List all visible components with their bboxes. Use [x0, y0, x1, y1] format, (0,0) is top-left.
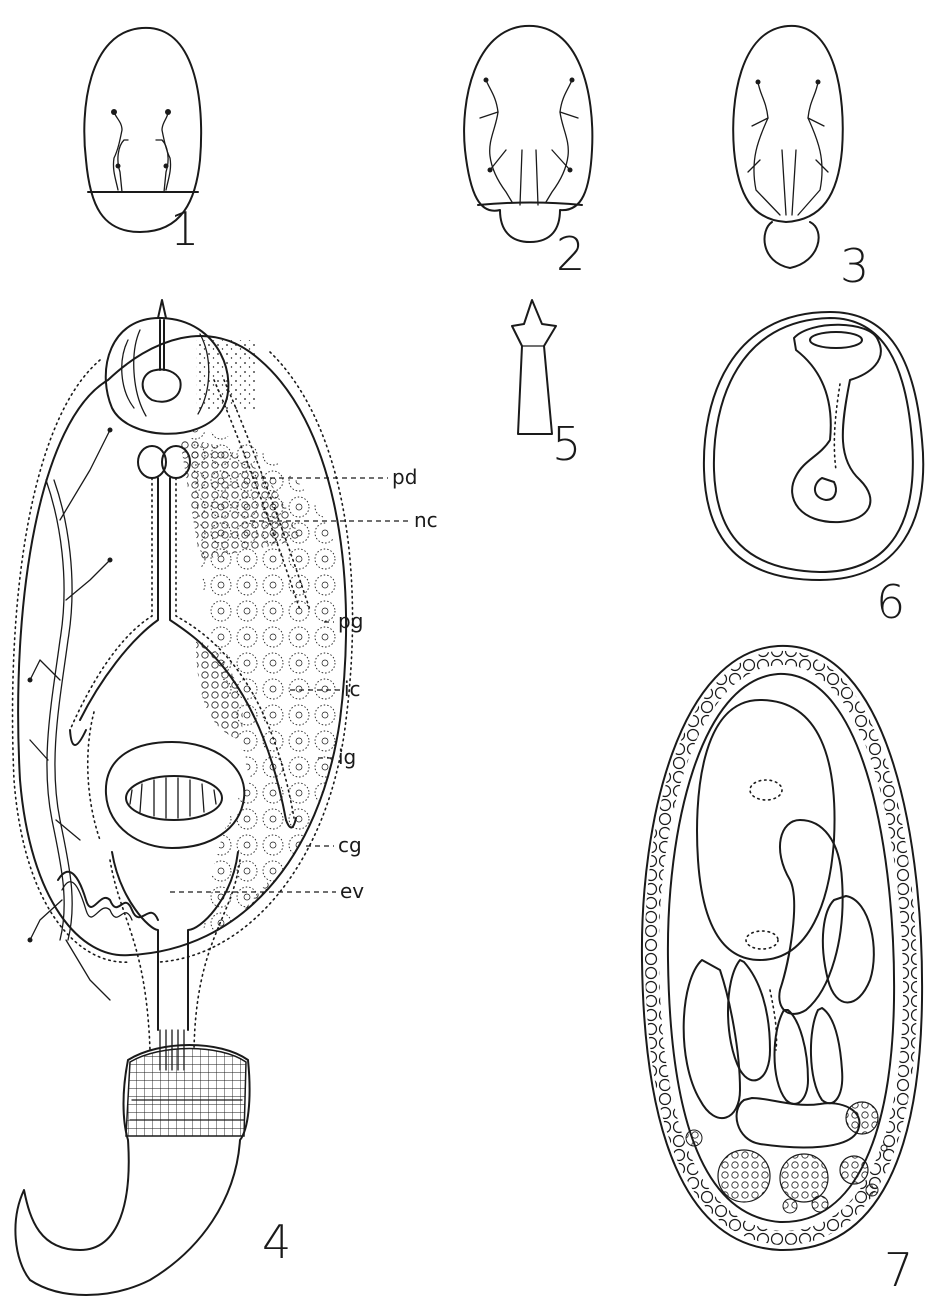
figure-4: 4 [13, 300, 353, 1295]
label-pg: pg [338, 609, 363, 633]
figure-number-5: 5 [552, 417, 581, 471]
figure-1: 1 [84, 28, 201, 256]
figure-7: 7 [642, 646, 922, 1297]
figure-number-4: 4 [262, 1215, 291, 1269]
figure-5: 5 [512, 300, 581, 471]
figure-number-3: 3 [840, 239, 869, 293]
figure-6: 6 [704, 312, 923, 629]
figure-2: 2 [464, 26, 592, 281]
figure-3: 3 [733, 26, 869, 293]
figure-number-6: 6 [876, 575, 905, 629]
figure-number-7: 7 [884, 1243, 913, 1297]
label-pd: pd [392, 465, 417, 489]
label-ig: ig [338, 745, 356, 769]
figure-number-1: 1 [170, 202, 199, 256]
label-cg: cg [338, 833, 362, 857]
label-nc: nc [414, 508, 438, 532]
label-ev: ev [340, 879, 364, 903]
label-ic: ic [344, 677, 361, 701]
figure-number-2: 2 [556, 227, 585, 281]
